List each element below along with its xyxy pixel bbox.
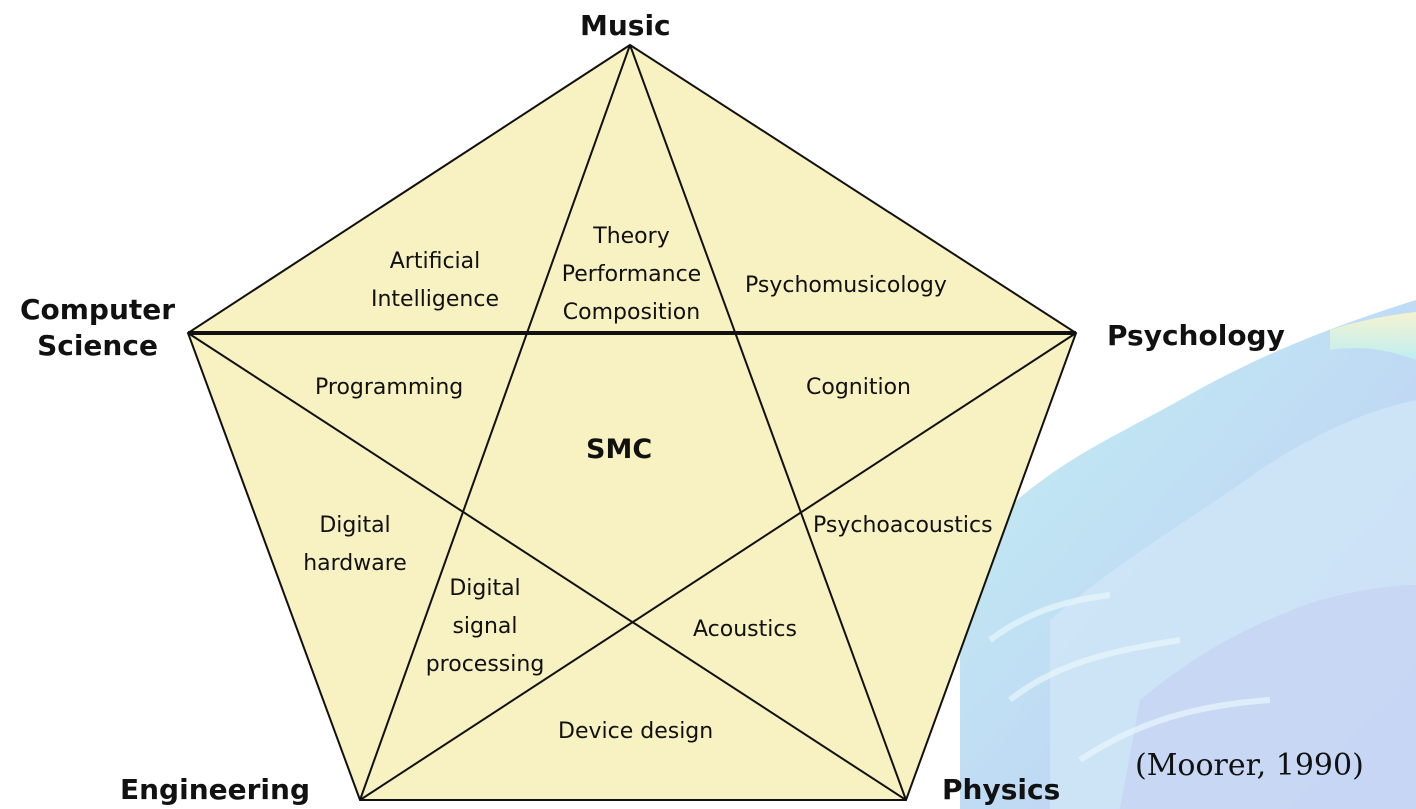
vertex-computer-science-line1: Computer	[19, 293, 176, 326]
region-artificial-intelligence: Artificial Intelligence	[355, 243, 515, 319]
vertex-music: Music	[580, 9, 671, 42]
pentagon-outline	[186, 43, 1078, 801]
region-psychomusicology: Psychomusicology	[745, 273, 947, 298]
vertex-computer-science: Computer Science	[15, 292, 180, 364]
region-dsp-line2: signal	[452, 614, 518, 639]
region-hw-line2: hardware	[303, 551, 407, 576]
region-smc: SMC	[586, 434, 653, 465]
region-ai-line1: Artificial	[389, 249, 481, 274]
region-psychoacoustics: Psychoacoustics	[813, 513, 993, 538]
vertex-psychology: Psychology	[1107, 319, 1285, 352]
region-device-design: Device design	[558, 719, 714, 744]
region-digital-signal-processing: Digital signal processing	[415, 570, 555, 684]
region-theory-line3: Composition	[562, 300, 701, 325]
region-dsp-line1: Digital	[449, 576, 521, 601]
region-theory-performance-composition: Theory Performance Composition	[549, 218, 714, 332]
region-digital-hardware: Digital hardware	[290, 507, 420, 583]
vertex-physics: Physics	[942, 773, 1061, 806]
region-theory-line2: Performance	[561, 262, 702, 287]
region-ai-line2: Intelligence	[370, 287, 499, 312]
region-acoustics: Acoustics	[693, 617, 797, 642]
region-dsp-line3: processing	[425, 652, 545, 677]
vertex-engineering: Engineering	[120, 773, 310, 806]
region-hw-line1: Digital	[319, 513, 391, 538]
vertex-computer-science-line2: Science	[37, 329, 158, 362]
region-theory-line1: Theory	[593, 224, 670, 249]
background-decoration	[960, 300, 1416, 809]
citation: (Moorer, 1990)	[1135, 748, 1364, 783]
region-cognition: Cognition	[806, 375, 911, 400]
region-programming: Programming	[315, 375, 464, 400]
star-lines	[187, 44, 1077, 801]
